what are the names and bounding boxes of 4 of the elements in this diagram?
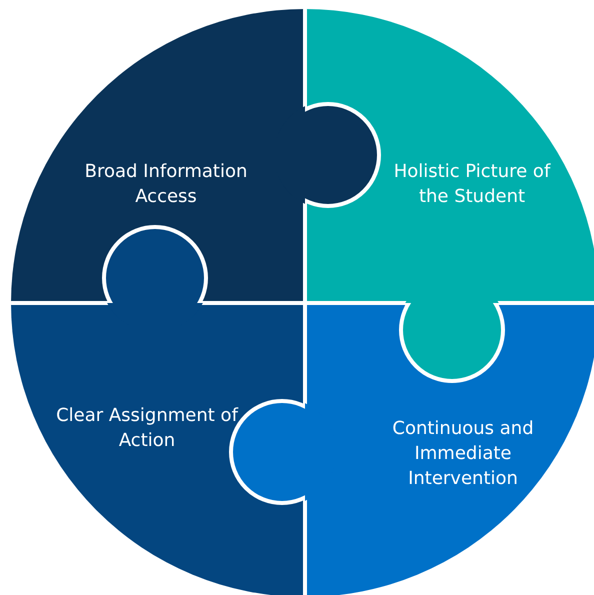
piece-label: Holistic Picture of the Student bbox=[392, 160, 552, 209]
piece-label: Clear Assignment of Action bbox=[55, 404, 240, 453]
piece-label: Continuous and Immediate Intervention bbox=[391, 417, 535, 491]
piece-label: Broad Information Access bbox=[84, 160, 248, 209]
